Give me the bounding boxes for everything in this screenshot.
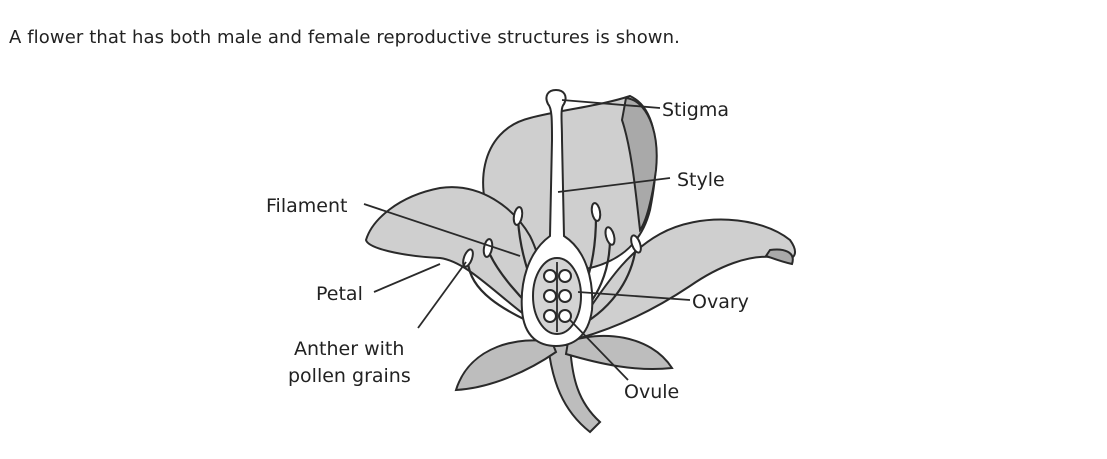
label-filament: Filament	[266, 195, 347, 217]
question-text: A flower that has both male and female r…	[9, 27, 680, 48]
label-anther-line1: Anther with	[294, 338, 404, 360]
label-stigma: Stigma	[662, 99, 729, 121]
anther-3	[512, 206, 524, 226]
flower-stem	[546, 344, 602, 434]
anther-5	[604, 226, 616, 246]
ovule-leader	[569, 319, 629, 381]
anther-2	[482, 238, 494, 258]
right-petal-tip	[764, 248, 794, 266]
label-petal: Petal	[316, 283, 363, 305]
label-style: Style	[677, 169, 725, 191]
label-ovule: Ovule	[624, 381, 679, 403]
stigma-leader	[561, 99, 661, 109]
left-petal	[364, 186, 552, 332]
back-petal-fold	[620, 96, 658, 233]
label-ovary: Ovary	[692, 291, 749, 313]
filament-leader	[363, 203, 521, 257]
right-sepal	[564, 334, 674, 371]
ovule-2	[558, 269, 572, 283]
ovule-5	[543, 309, 557, 323]
ovule-4	[558, 289, 572, 303]
style-leader	[557, 177, 671, 193]
label-anther-line2: pollen grains	[288, 365, 411, 387]
anther-6	[630, 234, 642, 254]
ovary-leader	[577, 291, 691, 301]
ovule-1	[543, 269, 557, 283]
petal-leader	[373, 263, 441, 293]
ovule-3	[543, 289, 557, 303]
anther-4	[590, 202, 602, 222]
ovule-6	[558, 309, 572, 323]
left-sepal	[454, 339, 558, 392]
anther-leader	[417, 261, 467, 329]
